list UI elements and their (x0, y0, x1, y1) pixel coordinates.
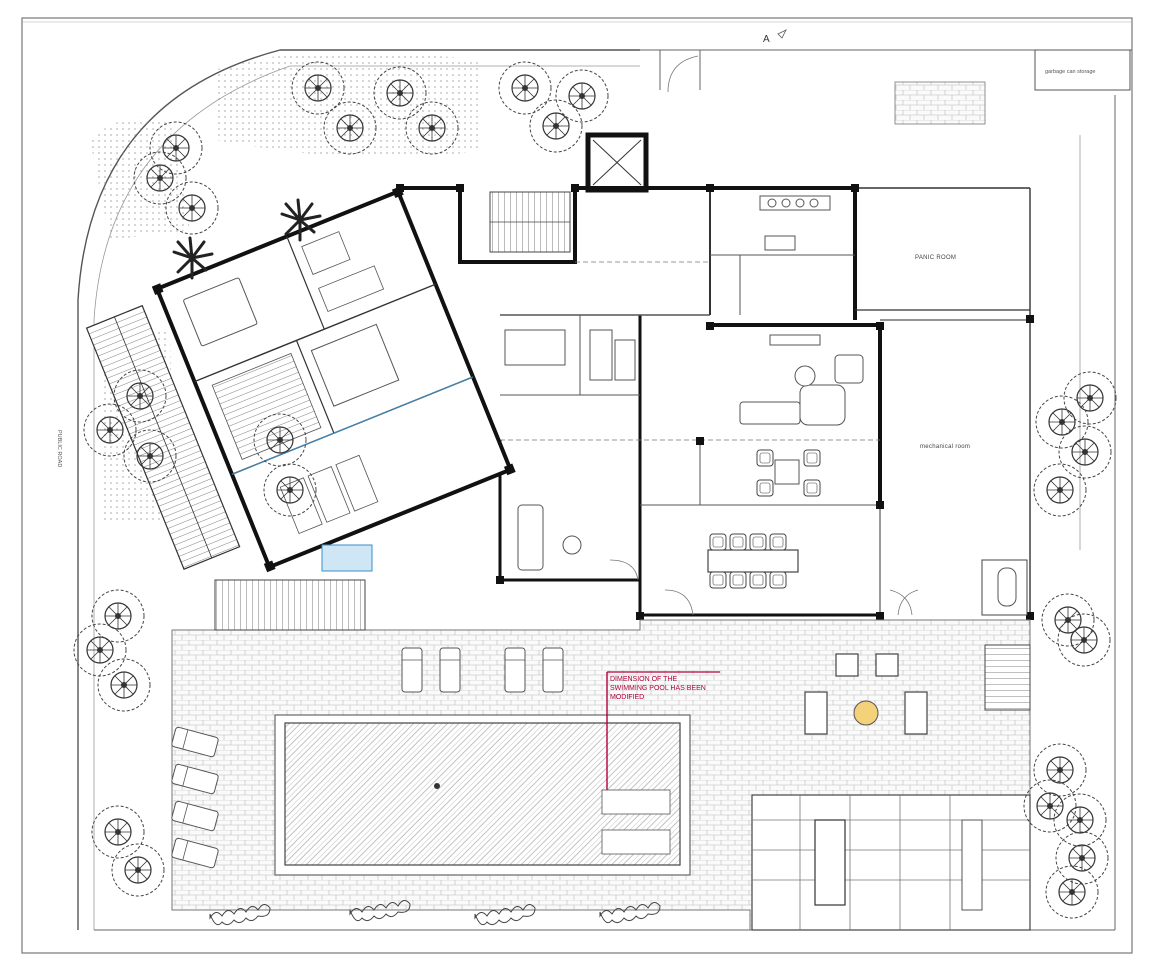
outdoor-seating (804, 653, 928, 735)
lounge-table (756, 449, 821, 497)
kitchen (759, 195, 831, 251)
note-line-1: DIMENSION OF THE (610, 676, 677, 683)
living-room (739, 334, 864, 426)
modification-note: DIMENSION OF THE SWIMMING POOL HAS BEEN … (606, 671, 720, 790)
mechanical-room-label: mechanical room (920, 444, 970, 450)
plunge-pool (321, 544, 373, 572)
dining-table (707, 533, 799, 589)
note-line-3: MODIFIED (610, 694, 644, 701)
planting-area (215, 52, 480, 158)
panic-room-label: PANIC ROOM (915, 255, 956, 261)
paving-patch (894, 81, 986, 125)
garbage-storage-label: garbage can storage (1045, 69, 1095, 75)
rotated-wing (85, 186, 516, 573)
structural-columns (396, 184, 1034, 620)
note-line-2: SWIMMING POOL HAS BEEN (610, 685, 706, 692)
door-swings (609, 559, 919, 616)
side-steps (984, 644, 1031, 711)
gym-equipment (504, 329, 636, 571)
terrace-steps (214, 579, 366, 631)
pergola (751, 794, 1031, 931)
north-mark: A (763, 34, 770, 45)
garbage-storage (1034, 49, 1131, 91)
public-road-label: PUBLIC ROAD (56, 430, 62, 467)
